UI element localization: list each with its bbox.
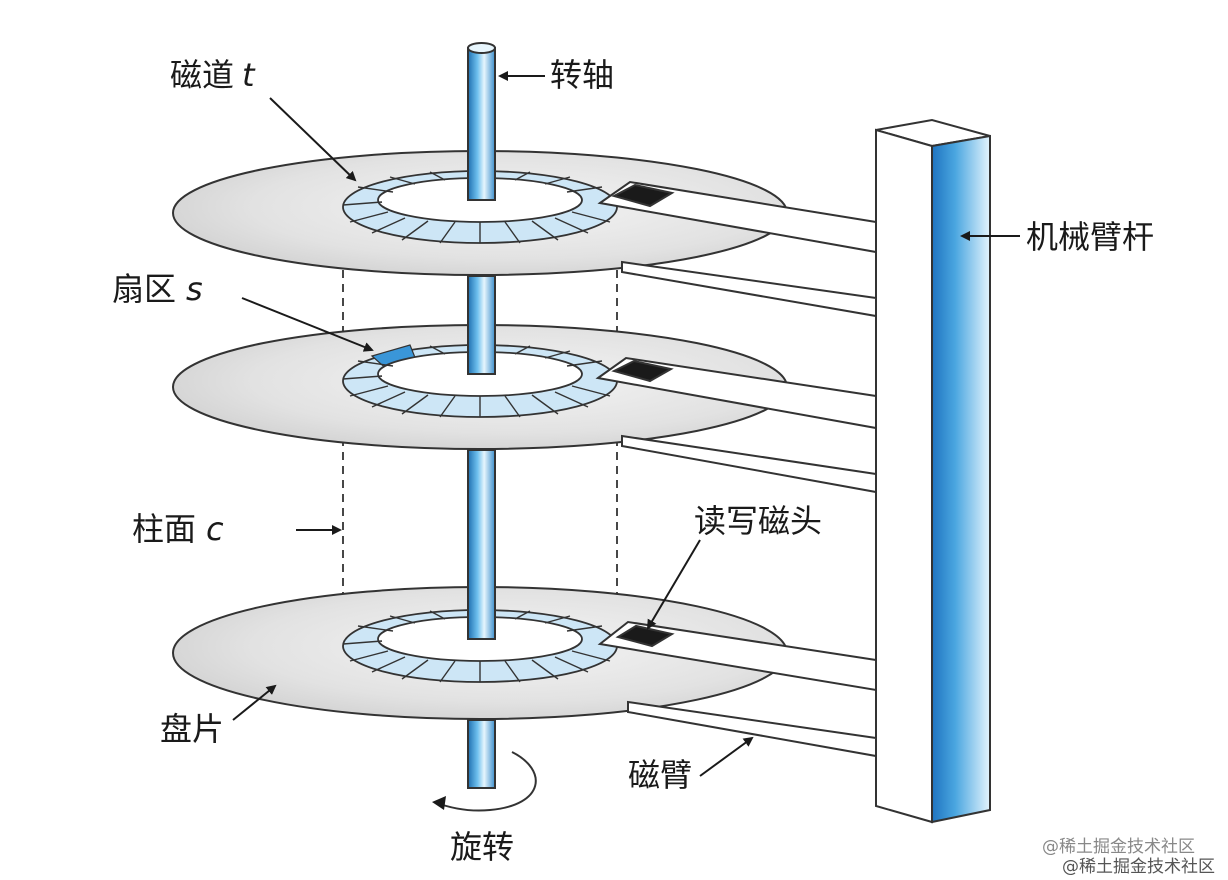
label-rotation: 旋转 <box>450 828 514 866</box>
pointer-arrows <box>232 71 1020 777</box>
arms <box>595 180 877 758</box>
cylinder-lines <box>342 200 618 640</box>
read-write-head-1 <box>611 183 675 208</box>
spindle <box>467 42 496 789</box>
watermark-line-1: @稀土掘金技术社区 <box>1042 837 1195 857</box>
label-spindle: 转轴 <box>550 56 614 94</box>
label-platter: 盘片 <box>160 710 224 748</box>
label-arm: 磁臂 <box>628 756 692 794</box>
platter-middle <box>172 324 788 450</box>
label-read-write-head: 读写磁头 <box>694 502 822 540</box>
rotation-arrow <box>432 751 537 812</box>
watermark: @稀土掘金技术社区 @稀土掘金技术社区 <box>1042 837 1215 877</box>
arm-assembly <box>875 118 991 824</box>
label-arm-assembly: 机械臂杆 <box>1026 218 1154 256</box>
read-write-head-2 <box>611 359 674 383</box>
read-write-head-3 <box>615 624 675 648</box>
watermark-line-2: @稀土掘金技术社区 <box>1062 857 1215 877</box>
